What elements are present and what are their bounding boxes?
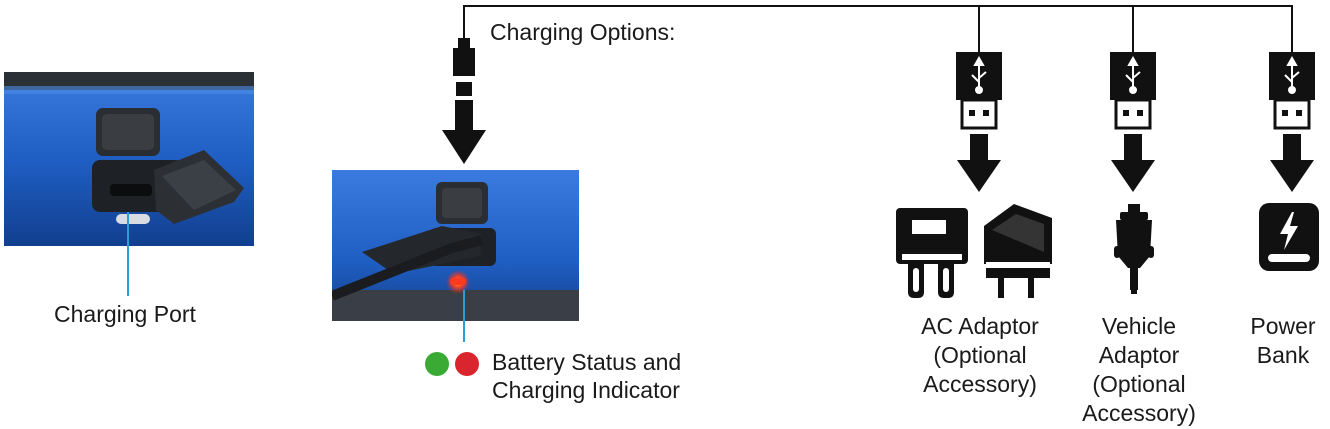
ac-adaptor-label-line1: AC Adaptor <box>921 313 1039 339</box>
ac-adaptor-icon <box>896 204 1052 298</box>
power-bank-label-line1: Power <box>1250 313 1316 339</box>
charging-port-photo <box>4 72 254 246</box>
down-arrow-icon <box>1111 134 1155 192</box>
down-arrow-icon <box>442 100 486 164</box>
usb-icon <box>956 52 1002 130</box>
vehicle-adaptor-label-line1: Vehicle <box>1101 313 1177 339</box>
vehicle-adaptor-icon <box>1114 204 1154 294</box>
charging-options-title: Charging Options: <box>490 19 676 45</box>
battery-status-label-line1: Battery Status and <box>492 349 682 375</box>
charging-port-callout-line <box>127 212 129 296</box>
indicator-callout-line <box>463 290 465 342</box>
ac-adaptor-label-line2: (Optional <box>933 342 1027 368</box>
charging-indicator-photo <box>332 170 579 321</box>
usb-icon <box>1110 52 1156 130</box>
red-indicator-dot <box>455 352 479 376</box>
usb-icon <box>1269 52 1315 130</box>
micro-usb-connector-icon <box>453 38 475 96</box>
battery-status-label-line2: Charging Indicator <box>492 377 680 403</box>
green-indicator-dot <box>425 352 449 376</box>
ac-adaptor-label-line3: Accessory) <box>923 371 1037 397</box>
vehicle-adaptor-label-line3: (Optional <box>1092 371 1186 397</box>
down-arrow-icon <box>1270 134 1314 192</box>
power-bank-icon <box>1259 203 1319 271</box>
vehicle-adaptor-label-line4: Accessory) <box>1082 400 1196 426</box>
down-arrow-icon <box>957 134 1001 192</box>
charging-port-label: Charging Port <box>54 301 196 327</box>
vehicle-adaptor-label-line2: Adaptor <box>1098 342 1180 368</box>
power-bank-label-line2: Bank <box>1256 342 1310 368</box>
